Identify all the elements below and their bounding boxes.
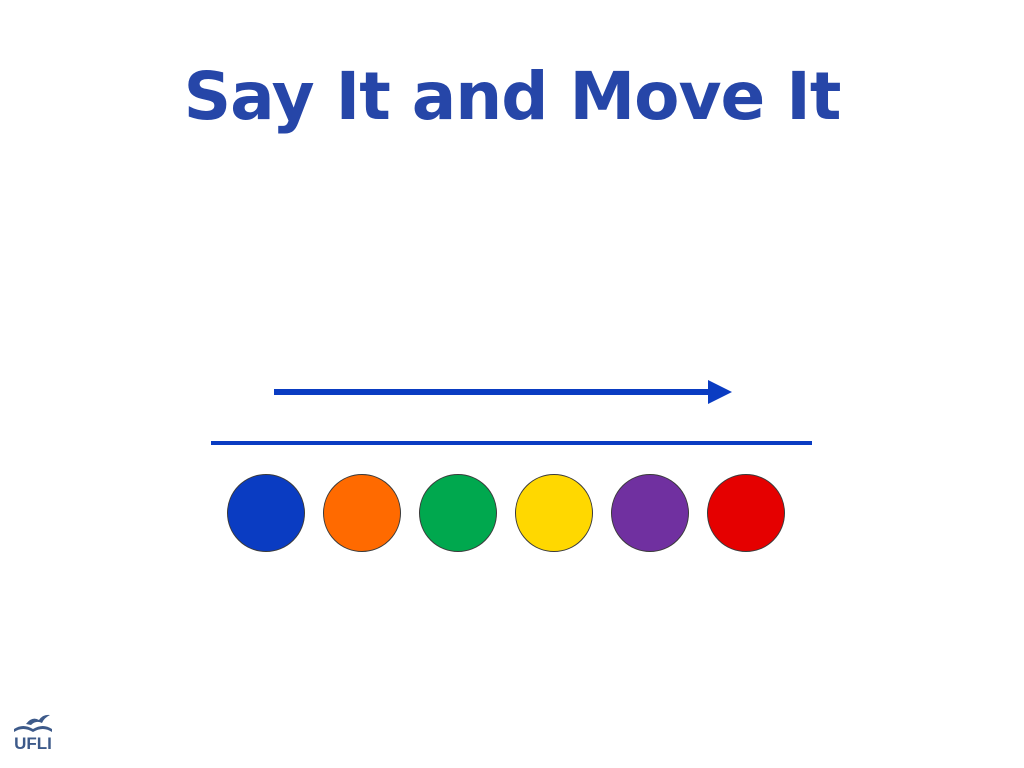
yellow-chip[interactable] xyxy=(515,474,593,552)
open-book-bird-icon xyxy=(14,714,52,732)
purple-chip[interactable] xyxy=(611,474,689,552)
blue-chip[interactable] xyxy=(227,474,305,552)
arrow-head xyxy=(708,380,732,404)
green-chip[interactable] xyxy=(419,474,497,552)
red-chip[interactable] xyxy=(707,474,785,552)
right-arrow-icon xyxy=(274,380,732,404)
sound-line-divider xyxy=(211,441,812,445)
ufli-logo: UFLI xyxy=(8,712,58,758)
logo-text: UFLI xyxy=(14,734,52,753)
page-title: Say It and Move It xyxy=(183,58,842,135)
orange-chip[interactable] xyxy=(323,474,401,552)
